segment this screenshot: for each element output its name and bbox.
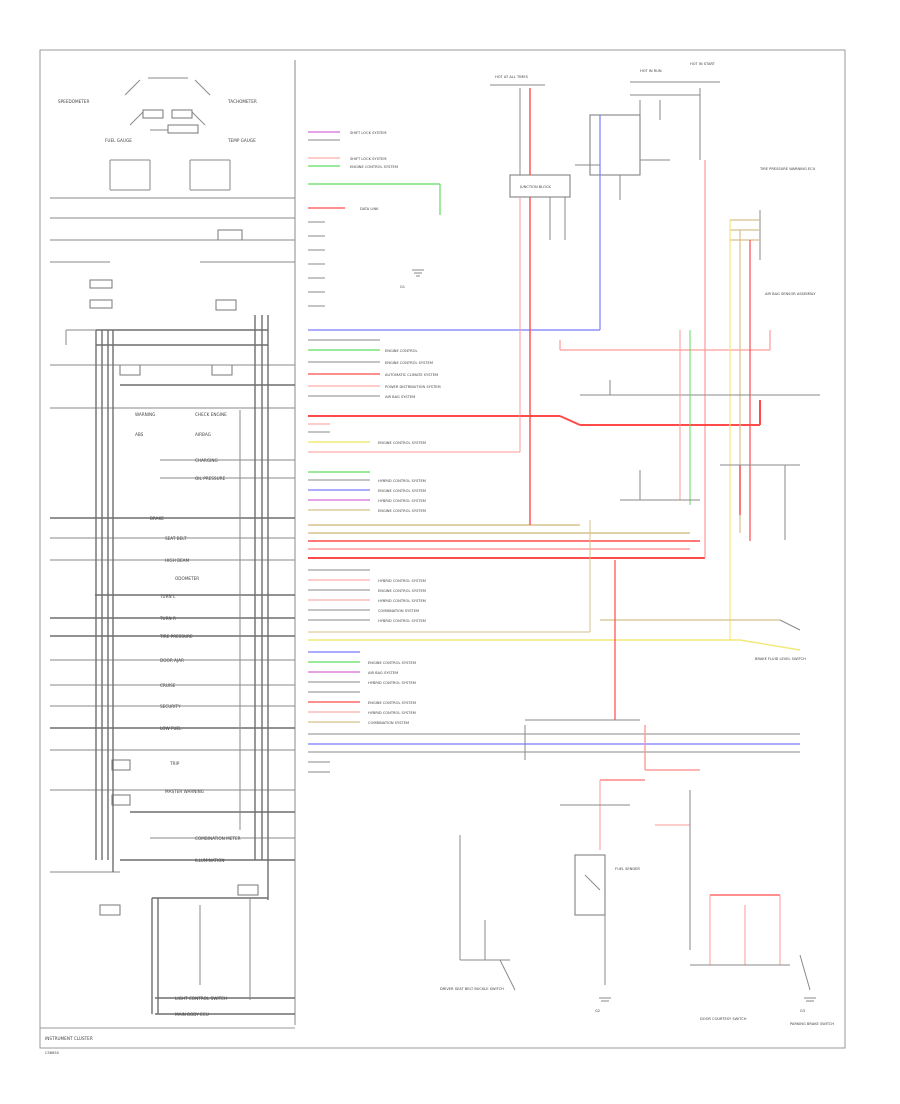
diagram-frame <box>39 49 846 1049</box>
ind-light-switch: LIGHT CONTROL SWITCH <box>175 996 227 1001</box>
wire-label-18: COMBINATION SYSTEM <box>378 609 419 613</box>
wire-label-17: HYBRID CONTROL SYSTEM <box>378 599 426 603</box>
ground-g2: G2 <box>595 1009 600 1013</box>
wire-label-21: AIR BAG SYSTEM <box>368 671 398 675</box>
label-hot-in-run: HOT IN RUN <box>640 69 662 73</box>
label-fuel-gauge: FUEL GAUGE <box>105 138 132 143</box>
ground-g3: G3 <box>800 1009 805 1013</box>
ind-check-engine: CHECK ENGINE <box>195 412 227 417</box>
wire-label-23: ENGINE CONTROL SYSTEM <box>368 701 416 705</box>
wire-label-1: SHIFT LOCK SYSTEM <box>350 131 386 135</box>
ind-tire-pressure: TIRE PRESSURE <box>159 634 193 639</box>
cluster-bus <box>65 315 269 1014</box>
cluster-indicators: WARNING CHECK ENGINE ABS AIRBAG CHARGING… <box>135 412 241 1017</box>
label-door-switch: DOOR COURTESY SWITCH <box>700 1017 747 1021</box>
label-junction-block: JUNCTION BLOCK <box>519 185 551 189</box>
label-hot-start: HOT IN START <box>690 62 716 66</box>
wire-label-6: ENGINE CONTROL SYSTEM <box>385 361 433 365</box>
label-temp-gauge: TEMP GAUGE <box>227 138 256 143</box>
label-hot-all-times: HOT AT ALL TIMES <box>495 75 529 79</box>
ind-illumination: ILLUMINATION <box>195 858 225 863</box>
ind-body-ecu: MAIN BODY ECU <box>175 1012 209 1017</box>
wire-label-15: HYBRID CONTROL SYSTEM <box>378 579 426 583</box>
wire-label-3: ENGINE CONTROL SYSTEM <box>350 165 398 169</box>
wire-label-7: AUTOMATIC CLIMATE SYSTEM <box>385 373 438 377</box>
connector-pins: SHIFT LOCK SYSTEM SHIFT LOCK SYSTEM ENGI… <box>308 131 800 773</box>
wire-label-13: HYBRID CONTROL SYSTEM <box>378 499 426 503</box>
diagram-title: INSTRUMENT CLUSTER <box>45 1036 93 1041</box>
label-brake-switch: BRAKE FLUID LEVEL SWITCH <box>755 657 806 661</box>
ind-odometer: ODOMETER <box>175 576 199 581</box>
wire-label-24: HYBRID CONTROL SYSTEM <box>368 711 416 715</box>
ind-turn-right: TURN R <box>159 616 176 621</box>
ind-combination-meter: COMBINATION METER <box>195 836 241 841</box>
fuel-sender-body <box>574 854 606 916</box>
wire-label-20: ENGINE CONTROL SYSTEM <box>368 661 416 665</box>
label-tire-ecu: TIRE PRESSURE WARNING ECU <box>759 167 816 171</box>
wire-label-12: ENGINE CONTROL SYSTEM <box>378 489 426 493</box>
label-airbag-sensor: AIR BAG SENSOR ASSEMBLY <box>765 292 816 296</box>
cluster-cells <box>89 159 259 916</box>
wire-label-22: HYBRID CONTROL SYSTEM <box>368 681 416 685</box>
ind-airbag: AIRBAG <box>195 432 211 437</box>
wire-label-8: POWER DISTRIBUTION SYSTEM <box>385 385 441 389</box>
ind-charging: CHARGING <box>195 458 218 463</box>
ind-seat-belt: SEAT BELT <box>165 536 187 541</box>
ind-turn-left: TURN L <box>159 594 176 599</box>
grounds: G1 G2 G3 <box>400 269 816 1013</box>
wire-label-16: ENGINE CONTROL SYSTEM <box>378 589 426 593</box>
cluster-pin-lines <box>50 197 295 1015</box>
footer-code: C58850 <box>45 1051 60 1055</box>
wire-label-19: HYBRID CONTROL SYSTEM <box>378 619 426 623</box>
label-fuel-sender: FUEL SENDER <box>615 867 640 871</box>
power-feeds: HOT AT ALL TIMES HOT IN RUN HOT IN START… <box>459 62 820 991</box>
cluster-block: SPEEDOMETER TACHOMETER FUEL GAUGE TEMP G… <box>45 60 296 1055</box>
ind-trip: TRIP <box>169 761 180 766</box>
wire-label-9: AIR BAG SYSTEM <box>385 395 415 399</box>
ind-cruise: CRUISE <box>160 683 176 688</box>
ind-high-beam: HIGH BEAM <box>165 558 189 563</box>
ind-abs: ABS <box>135 432 144 437</box>
label-speedometer: SPEEDOMETER <box>58 99 89 104</box>
ground-g1: G1 <box>400 285 405 289</box>
ind-security: SECURITY <box>160 704 181 709</box>
ind-brake: BRAKE <box>150 516 164 521</box>
label-parking-brake: PARKING BRAKE SWITCH <box>790 1022 834 1026</box>
wire-label-14: ENGINE CONTROL SYSTEM <box>378 509 426 513</box>
label-tachometer: TACHOMETER <box>227 99 257 104</box>
wire-label-25: COMBINATION SYSTEM <box>368 721 409 725</box>
gauge-symbols <box>124 77 211 134</box>
wire-label-10: ENGINE CONTROL SYSTEM <box>378 441 426 445</box>
label-seat-belt-switch: DRIVER SEAT BELT BUCKLE SWITCH <box>440 987 504 991</box>
wire-label-11: HYBRID CONTROL SYSTEM <box>378 479 426 483</box>
junction-block <box>509 174 571 198</box>
wire-label-5: ENGINE CONTROL <box>385 349 417 353</box>
ind-master-warning: MASTER WARNING <box>165 789 204 794</box>
wire-label-2: SHIFT LOCK SYSTEM <box>350 157 386 161</box>
ind-oil-pressure: OIL PRESSURE <box>195 476 226 481</box>
ind-low-fuel: LOW FUEL <box>160 726 182 731</box>
wire-label-4: DATA LINK <box>360 207 379 211</box>
ind-door-ajar: DOOR AJAR <box>160 658 184 663</box>
ind-warning: WARNING <box>135 412 155 417</box>
component-callouts: TIRE PRESSURE WARNING ECU AIR BAG SENSOR… <box>440 167 834 1026</box>
